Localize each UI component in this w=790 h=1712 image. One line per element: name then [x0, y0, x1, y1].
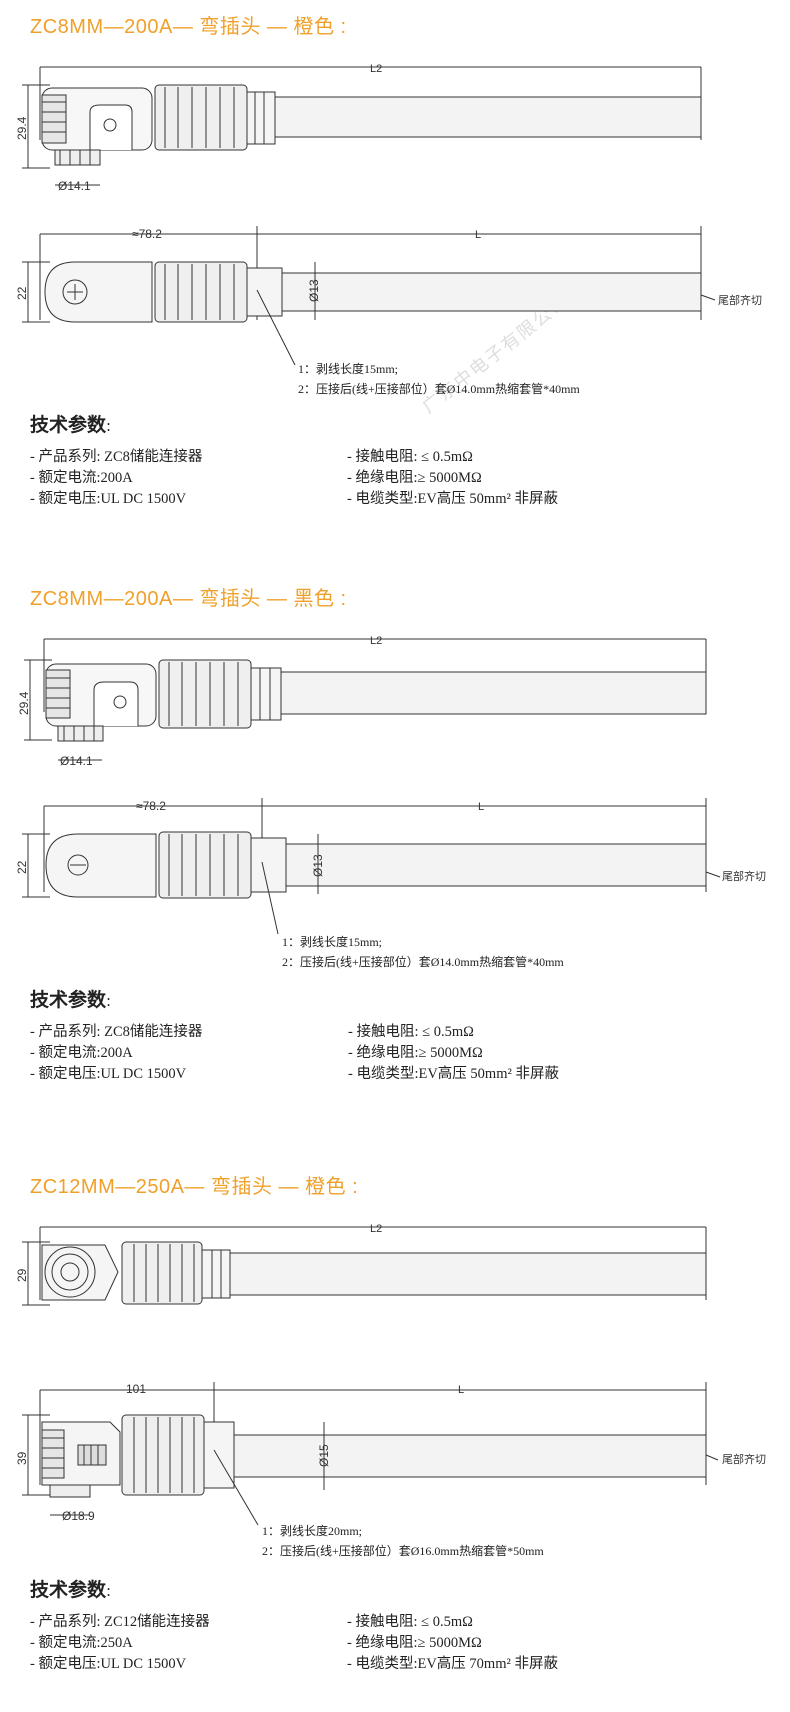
spec-contact-resistance: - 接触电阻: ≤ 0.5mΩ	[347, 1614, 473, 1630]
dim-cable-diameter: Ø15	[317, 1444, 331, 1467]
spec-insulation-resistance: - 绝缘电阻:≥ 5000MΩ	[347, 470, 482, 486]
cut-label: 尾部齐切	[722, 869, 766, 883]
connector-drawing: L2 29 101 L 39 Ø18.9 Ø15 尾部齐切	[15, 1223, 766, 1526]
dim-bottom-length: L	[458, 1384, 464, 1396]
product-section-1: ZC8MM—200A— 弯插头 — 橙色 :	[0, 0, 790, 570]
connector-drawing: L2 29.4 Ø14.1 ≈78.2 L 22 Ø13 尾部齐切	[15, 635, 766, 935]
section-title: ZC12MM—250A— 弯插头 — 橙色 :	[30, 1176, 359, 1198]
connector-drawing: L2 29.4 Ø14.1 ≈78.2 L 22 Ø13 尾部齐切	[15, 63, 762, 366]
section-title: ZC8MM—200A— 弯插头 — 黑色 :	[30, 588, 347, 610]
note-1: 1：剥线长度15mm;	[282, 935, 383, 949]
dim-top-diameter: Ø14.1	[58, 179, 91, 193]
note-1: 1：剥线长度20mm;	[262, 1524, 363, 1538]
cut-label: 尾部齐切	[722, 1452, 766, 1466]
note-1: 1：剥线长度15mm;	[298, 362, 399, 376]
spec-insulation-resistance: - 绝缘电阻:≥ 5000MΩ	[348, 1045, 483, 1061]
spec-series: - 产品系列: ZC8储能连接器	[30, 449, 203, 465]
dim-bottom-length: L	[475, 229, 481, 241]
dim-bottom-length: L	[478, 801, 484, 813]
note-2: 2：压接后(线+压接部位）套Ø14.0mm热缩套管*40mm	[282, 955, 564, 969]
dim-bottom-offset: 101	[126, 1382, 146, 1396]
dim-top-length: L2	[370, 635, 382, 647]
spec-cable-type: - 电缆类型:EV高压 50mm² 非屏蔽	[347, 491, 558, 507]
spec-series: - 产品系列: ZC12储能连接器	[30, 1614, 210, 1630]
specs-heading: 技术参数:	[30, 1579, 112, 1601]
specs-heading: 技术参数:	[30, 414, 112, 436]
dim-top-length: L2	[370, 63, 382, 75]
spec-cable-type: - 电缆类型:EV高压 50mm² 非屏蔽	[348, 1066, 559, 1082]
note-2: 2：压接后(线+压接部位）套Ø16.0mm热缩套管*50mm	[262, 1544, 544, 1558]
spec-contact-resistance: - 接触电阻: ≤ 0.5mΩ	[347, 449, 473, 465]
spec-voltage: - 额定电压:UL DC 1500V	[30, 1656, 187, 1672]
product-section-3: ZC12MM—250A— 弯插头 — 橙色 :	[0, 1160, 790, 1712]
dim-top-height: 29	[15, 1268, 29, 1282]
spec-series: - 产品系列: ZC8储能连接器	[30, 1024, 203, 1040]
dim-bottom-height: 39	[15, 1451, 29, 1465]
dim-top-length: L2	[370, 1223, 382, 1235]
section-title: ZC8MM—200A— 弯插头 — 橙色 :	[30, 16, 347, 38]
dim-cable-diameter: Ø13	[307, 279, 321, 302]
product-section-2: ZC8MM—200A— 弯插头 — 黑色 :	[0, 572, 790, 1142]
dim-cable-diameter: Ø13	[311, 854, 325, 877]
spec-insulation-resistance: - 绝缘电阻:≥ 5000MΩ	[347, 1635, 482, 1651]
dim-top-height: 29.4	[17, 691, 31, 715]
note-2: 2：压接后(线+压接部位）套Ø14.0mm热缩套管*40mm	[298, 382, 580, 396]
spec-voltage: - 额定电压:UL DC 1500V	[30, 1066, 187, 1082]
dim-top-diameter: Ø14.1	[60, 754, 93, 768]
dim-bottom-offset: ≈78.2	[132, 227, 162, 241]
spec-cable-type: - 电缆类型:EV高压 70mm² 非屏蔽	[347, 1656, 558, 1672]
spec-voltage: - 额定电压:UL DC 1500V	[30, 491, 187, 507]
dim-bottom-height: 22	[15, 286, 29, 300]
dim-top-height: 29.4	[15, 116, 29, 140]
specs-heading: 技术参数:	[30, 989, 112, 1011]
spec-current: - 额定电流:250A	[30, 1635, 133, 1651]
cut-label: 尾部齐切	[718, 293, 762, 307]
dim-bottom-height: 22	[15, 860, 29, 874]
dim-bottom-diameter: Ø18.9	[62, 1509, 95, 1523]
spec-current: - 额定电流:200A	[30, 470, 133, 486]
dim-bottom-offset: ≈78.2	[136, 799, 166, 813]
spec-contact-resistance: - 接触电阻: ≤ 0.5mΩ	[348, 1024, 474, 1040]
spec-current: - 额定电流:200A	[30, 1045, 133, 1061]
